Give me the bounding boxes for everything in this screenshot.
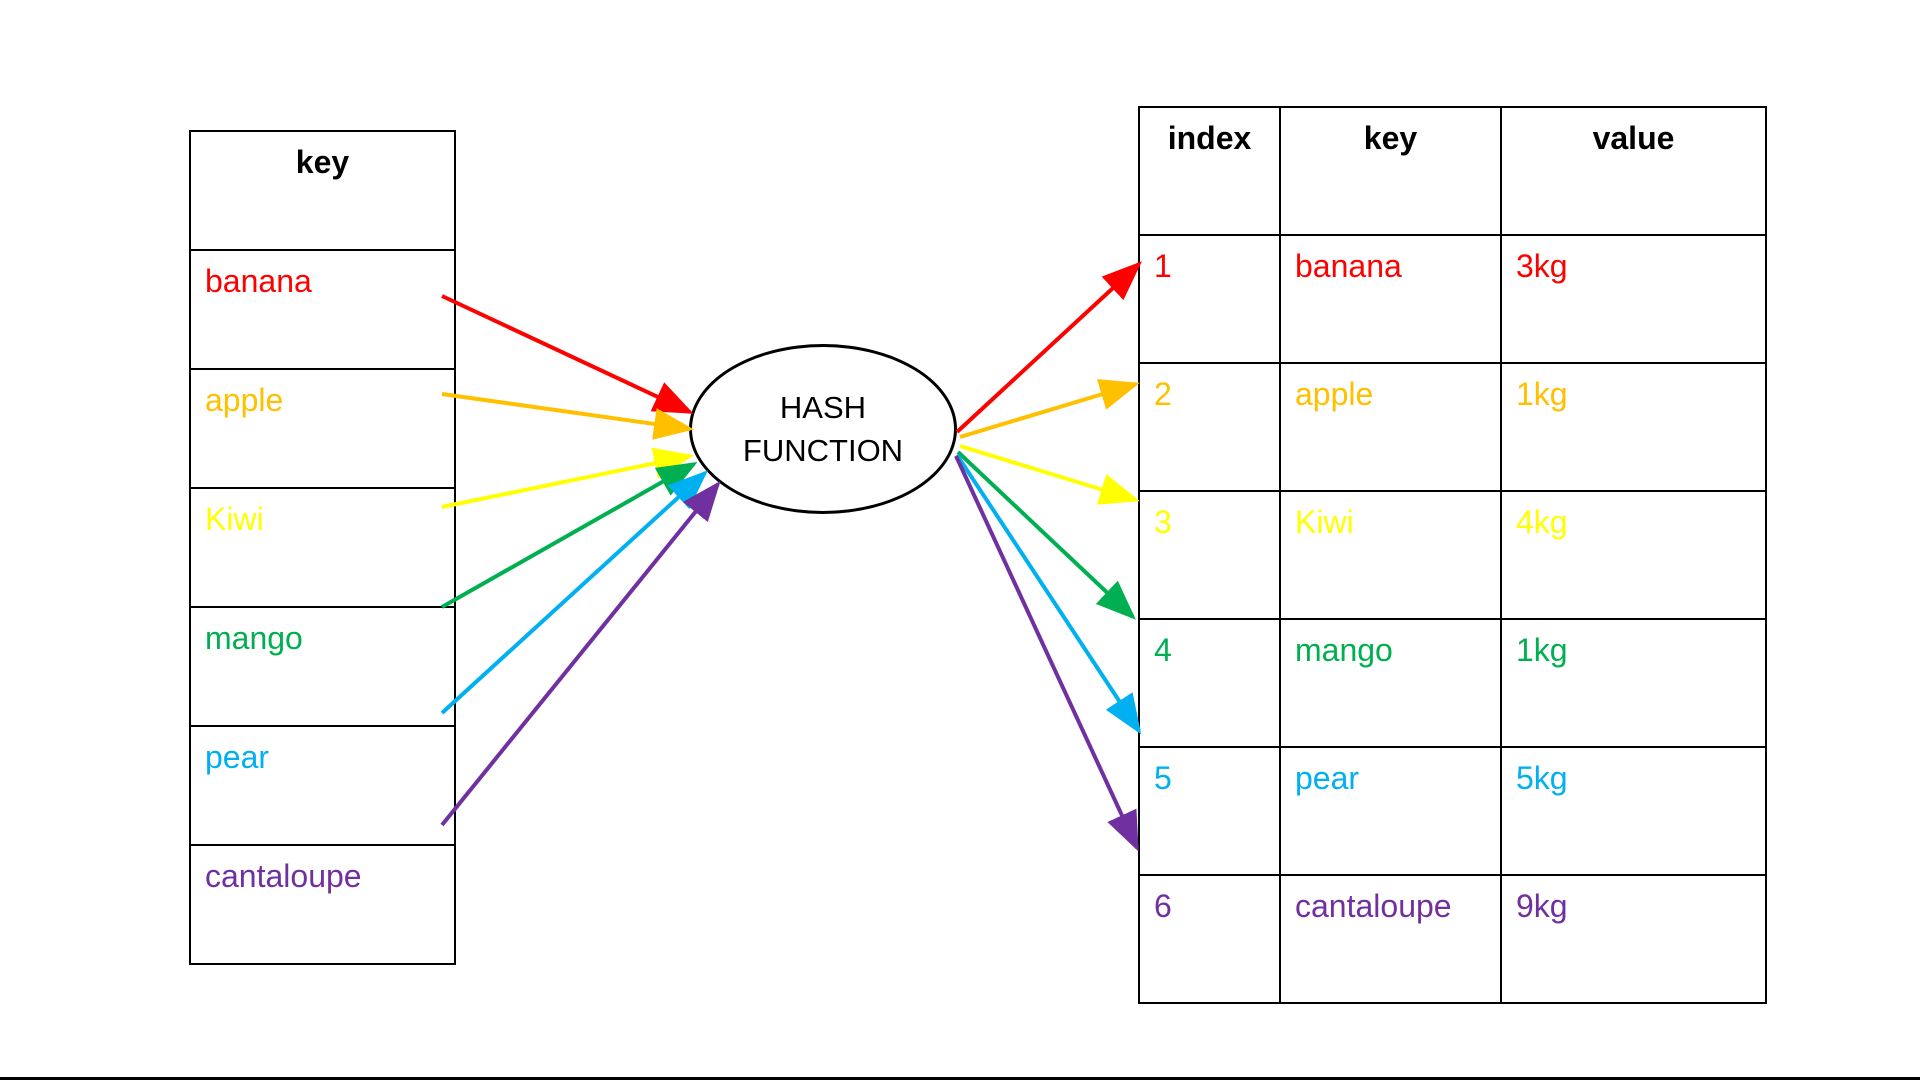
hash-row-value: 4kg bbox=[1500, 490, 1767, 620]
hash-row-index: 6 bbox=[1138, 874, 1281, 1004]
arrow-in-mango bbox=[441, 462, 698, 609]
hash-table-row: 4 mango 1kg bbox=[1138, 618, 1767, 748]
hash-row-key: pear bbox=[1279, 746, 1502, 876]
input-key-row: mango bbox=[189, 606, 456, 727]
hash-row-index: 2 bbox=[1138, 362, 1281, 492]
arrow-out-pear bbox=[955, 453, 1142, 735]
input-key-row: banana bbox=[189, 249, 456, 370]
hash-row-index: 3 bbox=[1138, 490, 1281, 620]
hash-row-index: 1 bbox=[1138, 234, 1281, 364]
input-keys-header: key bbox=[189, 130, 456, 251]
hash-row-key: Kiwi bbox=[1279, 490, 1502, 620]
input-key-kiwi: Kiwi bbox=[189, 487, 456, 608]
input-keys-table: key banana apple Kiwi mango pear cantalo… bbox=[189, 130, 456, 965]
hash-table-row: 6 cantaloupe 9kg bbox=[1138, 874, 1767, 1004]
arrow-in-apple bbox=[441, 392, 694, 440]
hash-function-node: HASH FUNCTION bbox=[689, 344, 957, 514]
hash-table-header-index: index bbox=[1138, 106, 1281, 236]
hash-function-label-line1: HASH bbox=[779, 389, 867, 425]
arrow-in-cantaloupe bbox=[440, 480, 721, 827]
arrow-out-apple bbox=[959, 379, 1140, 439]
arrow-in-pear bbox=[440, 470, 708, 715]
input-key-apple: apple bbox=[189, 368, 456, 489]
output-arrows-group bbox=[954, 261, 1142, 852]
hash-table-header-row: index key value bbox=[1138, 106, 1767, 236]
hash-row-value: 1kg bbox=[1500, 362, 1767, 492]
arrow-in-banana bbox=[441, 294, 694, 414]
hash-row-value: 3kg bbox=[1500, 234, 1767, 364]
hash-row-index: 5 bbox=[1138, 746, 1281, 876]
hash-row-key: mango bbox=[1279, 618, 1502, 748]
hash-row-index: 4 bbox=[1138, 618, 1281, 748]
input-key-row: pear bbox=[189, 725, 456, 846]
hash-table-row: 2 apple 1kg bbox=[1138, 362, 1767, 492]
hash-table-header-key: key bbox=[1279, 106, 1502, 236]
hash-row-value: 9kg bbox=[1500, 874, 1767, 1004]
arrow-in-kiwi bbox=[441, 447, 694, 509]
input-key-row: Kiwi bbox=[189, 487, 456, 608]
hash-table-row: 3 Kiwi 4kg bbox=[1138, 490, 1767, 620]
input-key-pear: pear bbox=[189, 725, 456, 846]
hash-row-value: 1kg bbox=[1500, 618, 1767, 748]
hash-row-key: banana bbox=[1279, 234, 1502, 364]
input-key-mango: mango bbox=[189, 606, 456, 727]
hash-table-row: 5 pear 5kg bbox=[1138, 746, 1767, 876]
hash-row-value: 5kg bbox=[1500, 746, 1767, 876]
hash-row-key: cantaloupe bbox=[1279, 874, 1502, 1004]
hash-table-row: 1 banana 3kg bbox=[1138, 234, 1767, 364]
input-arrows-group bbox=[440, 294, 721, 827]
arrow-out-banana bbox=[955, 261, 1142, 434]
hash-function-label-line2: FUNCTION bbox=[742, 433, 904, 468]
arrow-out-mango bbox=[956, 450, 1136, 620]
hash-output-table: index key value 1 banana 3kg 2 apple 1kg… bbox=[1138, 106, 1767, 1004]
input-key-banana: banana bbox=[189, 249, 456, 370]
arrow-out-cantaloupe bbox=[954, 455, 1139, 852]
hash-table-header-value: value bbox=[1500, 106, 1767, 236]
arrow-out-kiwi bbox=[959, 444, 1140, 505]
hash-row-key: apple bbox=[1279, 362, 1502, 492]
input-key-cantaloupe: cantaloupe bbox=[189, 844, 456, 965]
bottom-border-line bbox=[0, 1077, 1920, 1080]
input-key-row: cantaloupe bbox=[189, 844, 456, 965]
input-keys-header-row: key bbox=[189, 130, 456, 251]
input-key-row: apple bbox=[189, 368, 456, 489]
